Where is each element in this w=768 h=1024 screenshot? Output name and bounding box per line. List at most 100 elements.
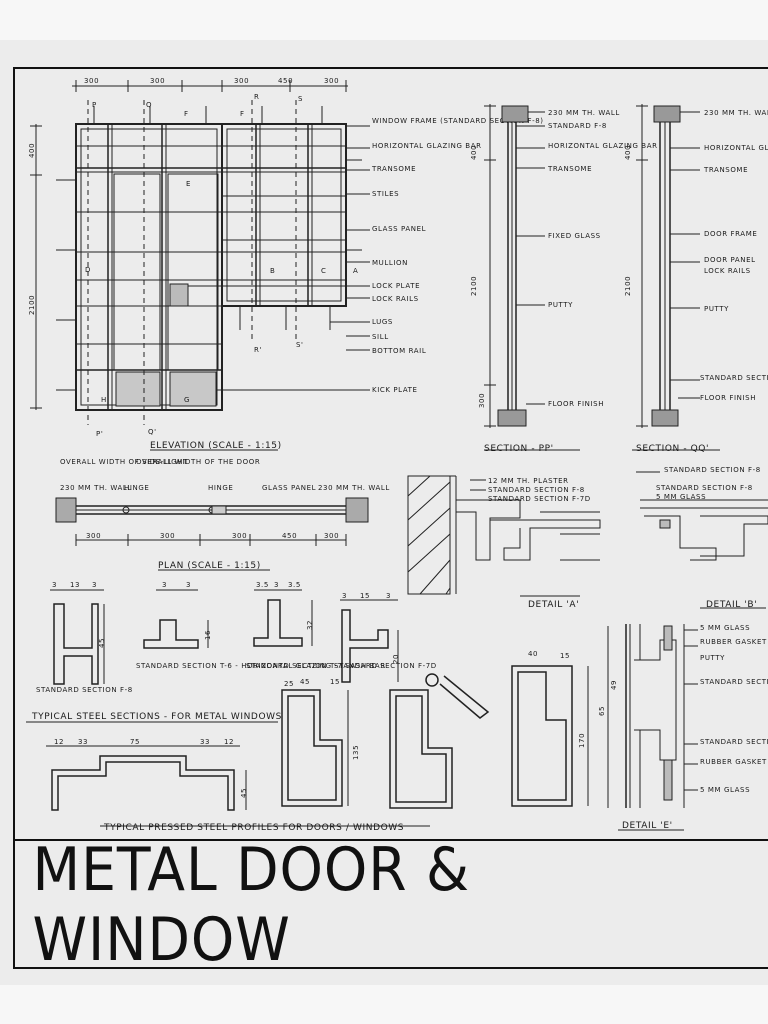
ss-label-t6: STANDARD SECTION T-6 - HORIZONTAL GLAZIN… [136,662,332,670]
mark-p: P [92,101,97,109]
plan-dim-2: 300 [160,532,175,540]
callout-glazing-bar: HORIZONTAL GLAZING BAR [372,142,482,150]
point-g: G [184,396,190,404]
ss-dim-3: 3 [92,581,97,589]
plan-label-wall-left: 230 MM TH. WALL [60,484,132,492]
ss-dim-9: 3 [274,581,279,589]
steel-sections-drawing [26,589,399,723]
ss-dim-2: 13 [70,581,80,589]
point-e: E [186,180,191,188]
plan-text: OVERALL WIDTH OF SIDE-LIGHT OVERALL WIDT… [60,458,390,571]
detail-b-f8-1: STANDARD SECTION F-8 [664,466,761,474]
detail-b-f8-2: STANDARD SECTION F-8 [656,484,753,492]
section-pp-drawing [484,104,580,451]
ss-dim-6: 3 [186,581,191,589]
detail-e-drawing [607,624,698,831]
ps-dim-11: 40 [528,650,538,658]
plan-label-wall-right: 230 MM TH. WALL [318,484,390,492]
detail-e-glass-2: 5 MM GLASS [700,786,750,794]
detail-b-text: STANDARD SECTION F-8 STANDARD SECTION F-… [656,466,761,610]
steel-sections-caption: TYPICAL STEEL SECTIONS - FOR METAL WINDO… [31,712,282,722]
ps-dim-3: 75 [130,738,140,746]
ss-dim-13: 15 [360,592,370,600]
qq-label-f8: STANDARD SECTION F-8 [700,374,768,382]
point-a: A [353,267,358,275]
callout-kick-plate: KICK PLATE [372,386,418,394]
detail-e-f8: STANDARD SECTION F-8 [700,678,768,686]
pp-dim-3: 300 [478,393,486,408]
ss-dim-12: 3 [342,592,347,600]
ss-label-t7: STANDARD SECTION T-7 SASH BAR [246,662,386,670]
mark-s: S [298,95,303,103]
section-qq-caption: SECTION - QQ' [636,444,709,454]
ss-label-f7d: STANDARD SECTION F-7D [334,662,437,670]
pp-dim-2: 2100 [470,276,478,296]
mark-q-prime: Q' [148,428,157,436]
detail-a-f7d: STANDARD SECTION F-7D [488,495,591,503]
ss-dim-8: 3.5 [256,581,269,589]
detail-e-gasket-1: RUBBER GASKET [700,638,767,646]
detail-a-caption: DETAIL 'A' [528,600,579,610]
point-f-1: F [184,110,189,118]
section-qq-text: 400 2100 230 MM TH. WALL HORIZONTAL GLAZ… [624,109,768,454]
elevation-caption: ELEVATION (SCALE - 1:15) [150,441,282,451]
callout-stiles: STILES [372,190,399,198]
ps-dim-1: 12 [54,738,64,746]
qq-dim-2: 2100 [624,276,632,296]
ss-dim-15: 20 [392,654,400,664]
detail-a-drawing [407,475,601,597]
mark-r: R [254,93,259,101]
detail-e-dim-1: 65 [598,706,606,716]
plan-drawing [55,497,369,571]
mark-r-prime: R' [254,346,262,354]
elev-dim-2: 300 [150,77,165,85]
ps-dim-5: 12 [224,738,234,746]
detail-a-f8: STANDARD SECTION F-8 [488,486,585,494]
plan-label-glass-panel: GLASS PANEL [262,484,316,492]
ss-dim-10: 3.5 [288,581,301,589]
elev-dim-1: 300 [84,77,99,85]
plan-label-hinge-1: HINGE [124,484,149,492]
point-f-2: F [240,110,245,118]
ss-dim-5: 3 [162,581,167,589]
ps-dim-2: 33 [78,738,88,746]
qq-label-wall: 230 MM TH. WALL [704,109,768,117]
plan-dim-4: 450 [282,532,297,540]
callout-window-frame: WINDOW FRAME (STANDARD SECTION F-8) [372,117,544,125]
ps-dim-10: 135 [352,745,360,760]
plan-label-hinge-2: HINGE [208,484,233,492]
point-h: H [101,396,107,404]
detail-a-text: 12 MM TH. PLASTER STANDARD SECTION F-8 S… [488,477,591,610]
sheet-title: METAL DOOR & WINDOW [32,835,470,975]
elev-dim-3: 300 [234,77,249,85]
callout-bottom-rail: BOTTOM RAIL [372,347,426,355]
bottom-margin [0,985,768,1024]
pressed-steel-caption: TYPICAL PRESSED STEEL PROFILES FOR DOORS… [103,823,404,833]
detail-e-text: 65 49 5 MM GLASS RUBBER GASKET PUTTY STA… [598,624,768,831]
callout-mullion: MULLION [372,259,408,267]
qq-label-door-panel: DOOR PANEL [704,256,756,264]
section-pp-text: 400 2100 300 230 MM TH. WALL STANDARD F-… [470,109,657,454]
mark-s-prime: S' [296,341,304,349]
ss-dim-1: 3 [52,581,57,589]
pp-label-transome: TRANSOME [547,165,592,173]
sheet-border [13,67,768,969]
elev-dim-4: 450 [278,77,293,85]
callout-lugs: LUGS [372,318,393,326]
callout-glass-panel: GLASS PANEL [372,225,426,233]
elev-dim-5: 300 [324,77,339,85]
qq-label-floor: FLOOR FINISH [700,394,756,402]
ss-dim-7: 16 [204,630,212,640]
detail-e-caption: DETAIL 'E' [622,821,673,831]
detail-b-glass: 5 MM GLASS [656,493,706,501]
plan-dim-5: 300 [324,532,339,540]
detail-e-f7d: STANDARD SECTION F-7D [700,738,768,746]
qq-label-transome: TRANSOME [703,166,748,174]
plan-label-door-width: OVERALL WIDTH OF THE DOOR [136,458,260,466]
plan-label-sidelight: OVERALL WIDTH OF SIDE-LIGHT [60,458,188,466]
ps-dim-6: 45 [240,788,248,798]
qq-label-door-frame: DOOR FRAME [704,230,757,238]
detail-e-dim-2: 49 [610,680,618,690]
pp-label-fixed-glass: FIXED GLASS [548,232,601,240]
